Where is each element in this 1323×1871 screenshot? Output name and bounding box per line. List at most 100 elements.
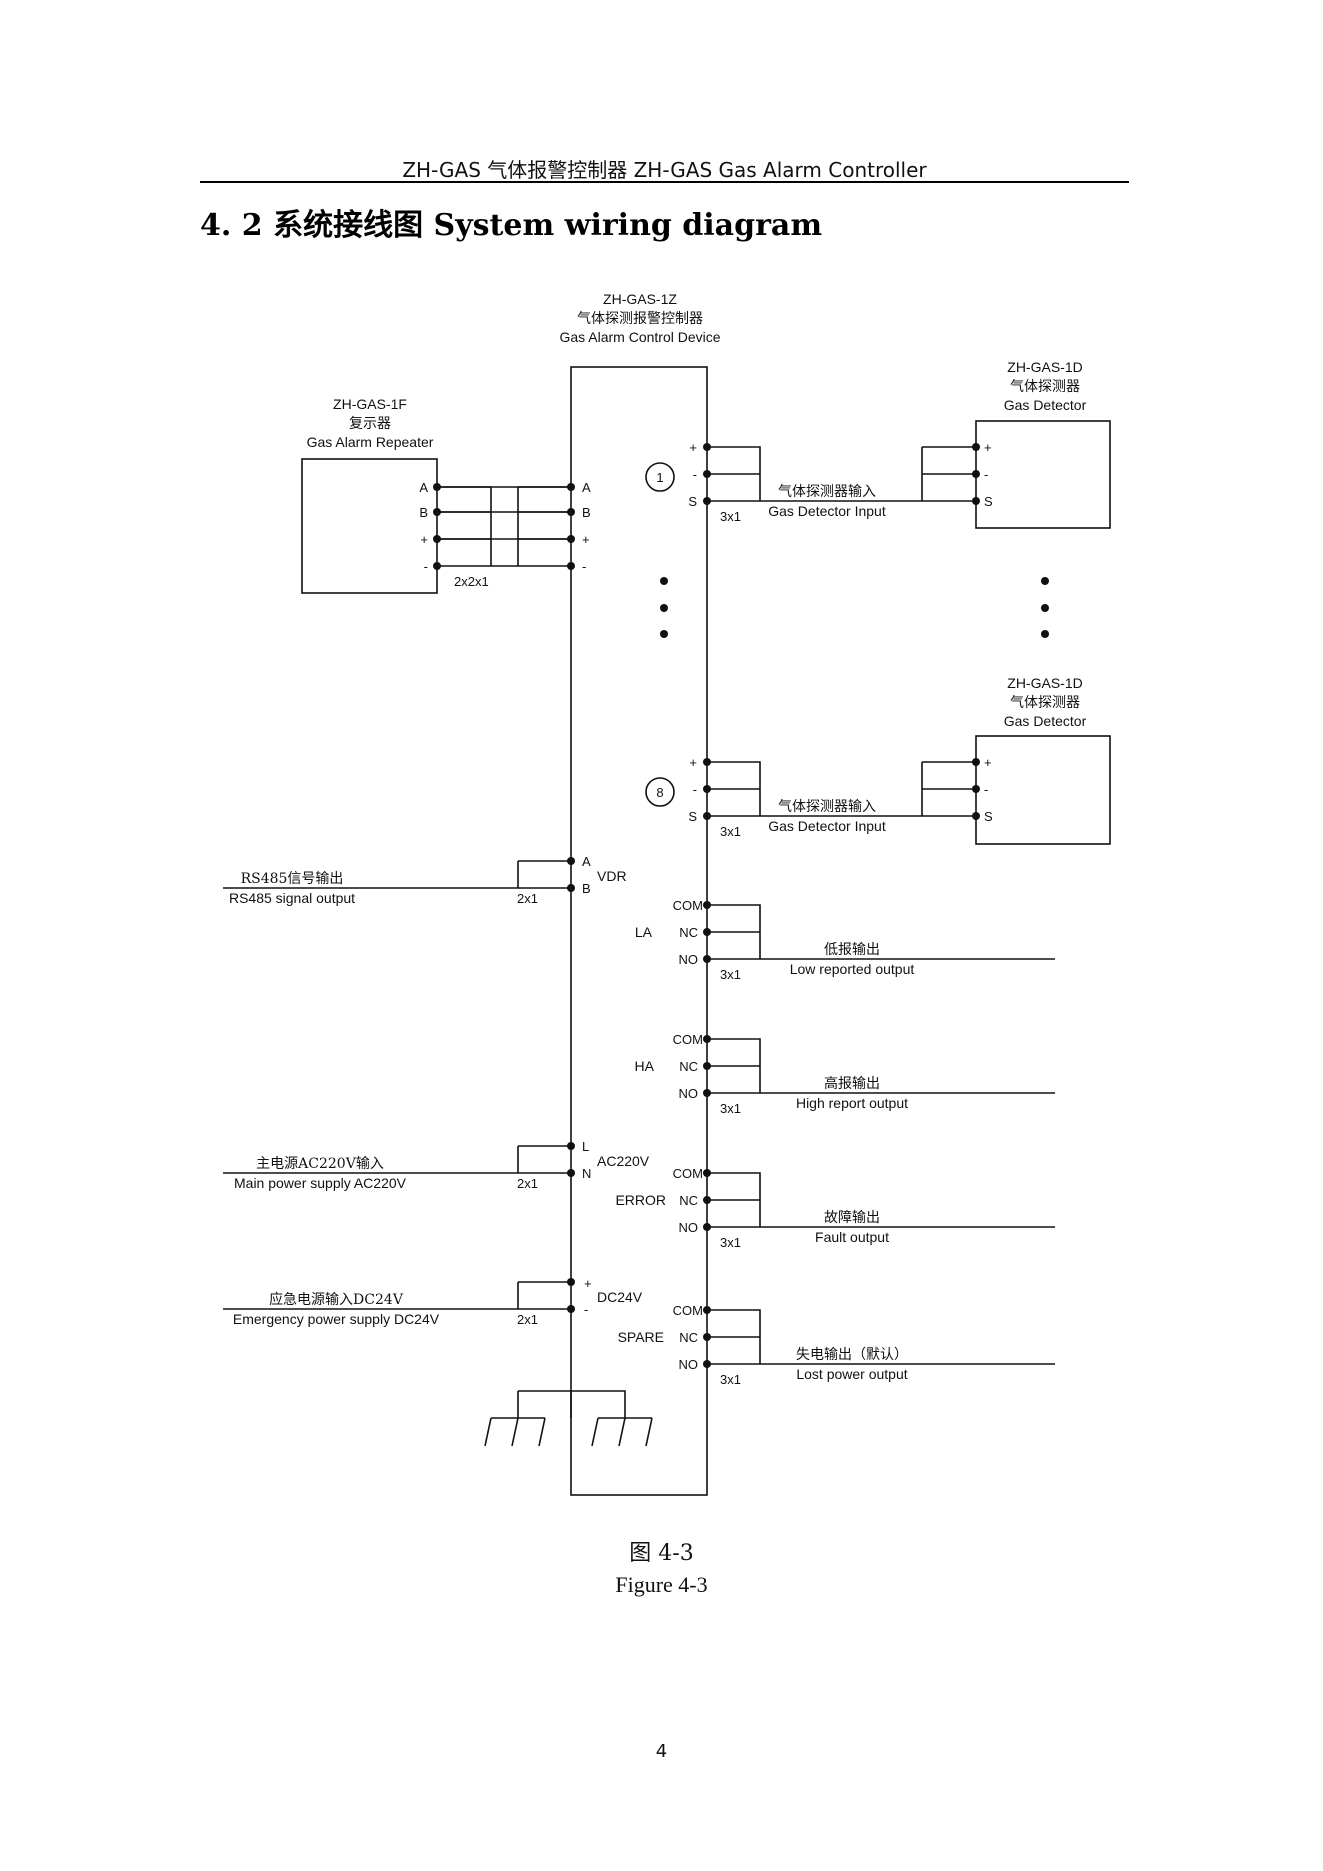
relay-label-cn: 低报输出 (824, 942, 880, 958)
detector-input-label-cn: 气体探测器输入 (778, 799, 876, 815)
ac220v-group-label: AC220V (597, 1153, 650, 1169)
dc24v-label-cn: 应急电源输入DC24V (269, 1291, 404, 1308)
repeater-terminal-label: B (419, 505, 428, 520)
detector-terminal: + (984, 440, 992, 455)
channel-number: 1 (656, 470, 663, 485)
detector-terminal: S (984, 809, 993, 824)
detector-cable-label: 3x1 (720, 824, 741, 839)
detector-terminal: - (984, 782, 988, 797)
ac220v-terminal: N (582, 1166, 591, 1181)
controller-name-cn: 气体探测报警控制器 (577, 311, 703, 327)
repeater-cable-label: 2x2x1 (454, 574, 489, 589)
controller-name-en: Gas Alarm Control Device (559, 329, 720, 345)
controller-model: ZH-GAS-1Z (603, 291, 677, 307)
page-number: 4 (655, 1741, 668, 1762)
detector-box-8 (975, 735, 1111, 845)
detector-cable-label: 3x1 (720, 509, 741, 524)
relay-label-en: Fault output (815, 1229, 889, 1245)
figure-caption-en: Figure 4-3 (615, 1572, 708, 1597)
channel-number: 8 (656, 785, 663, 800)
dc24v-label-en: Emergency power supply DC24V (233, 1311, 440, 1327)
detector-name-en: Gas Detector (1004, 713, 1087, 729)
vdr-terminal: B (582, 881, 591, 896)
figure-caption-cn: 图 4-3 (629, 1541, 694, 1566)
relay-group-label: SPARE (618, 1329, 664, 1345)
relay-label-en: Low reported output (790, 961, 915, 977)
relay-label-cn: 故障输出 (824, 1210, 880, 1226)
relay-group-label: HA (635, 1058, 655, 1074)
ac220v-cable-label: 2x1 (517, 1176, 538, 1191)
relay-terminal: COM (673, 1166, 703, 1181)
relay-label-cn: 失电输出（默认） (796, 1347, 908, 1363)
controller-bus-terminal: + (582, 532, 590, 547)
relay-group-label: LA (635, 924, 653, 940)
ac220v-terminal: L (582, 1139, 589, 1154)
detector-name-cn: 气体探测器 (1010, 695, 1080, 711)
detector-model: ZH-GAS-1D (1007, 359, 1082, 375)
relay-terminal: NO (679, 1220, 699, 1235)
detector-terminal: S (984, 494, 993, 509)
relay-terminal: COM (673, 1032, 703, 1047)
controller-detector-terminal: + (689, 440, 697, 455)
relay-label-en: Lost power output (796, 1366, 907, 1382)
header-rule (200, 181, 1129, 183)
relay-terminal: NC (679, 925, 698, 940)
dc24v-terminal: - (584, 1302, 588, 1317)
repeater-name-en: Gas Alarm Repeater (307, 434, 434, 450)
ac220v-label-cn: 主电源AC220V输入 (256, 1156, 384, 1172)
controller-detector-terminal: + (689, 755, 697, 770)
running-header: ZH-GAS 气体报警控制器 ZH-GAS Gas Alarm Controll… (402, 158, 927, 182)
relay-terminal: NO (679, 952, 699, 967)
diagram-lines (223, 366, 1111, 1496)
controller-bus-terminal: - (582, 559, 586, 574)
relay-terminal: NO (679, 1086, 699, 1101)
detector-name-en: Gas Detector (1004, 397, 1087, 413)
relay-label-en: High report output (796, 1095, 908, 1111)
detector-name-cn: 气体探测器 (1010, 379, 1080, 395)
vdr-cable-label: 2x1 (517, 891, 538, 906)
repeater-terminal-label: - (424, 559, 428, 574)
vdr-terminal: A (582, 854, 591, 869)
relay-terminal: NC (679, 1193, 698, 1208)
rs485-label-cn: RS485信号输出 (241, 871, 344, 887)
relay-cable-label: 3x1 (720, 1372, 741, 1387)
controller-detector-terminal: - (693, 782, 697, 797)
repeater-box (301, 458, 438, 594)
detector-box-1 (975, 420, 1111, 529)
dc24v-cable-label: 2x1 (517, 1312, 538, 1327)
relay-terminal: NC (679, 1059, 698, 1074)
repeater-name-cn: 复示器 (349, 415, 391, 432)
detector-input-label-en: Gas Detector Input (768, 818, 886, 834)
relay-cable-label: 3x1 (720, 1235, 741, 1250)
detector-terminal: - (984, 467, 988, 482)
rs485-label-en: RS485 signal output (229, 890, 355, 906)
ac220v-label-en: Main power supply AC220V (234, 1175, 407, 1191)
dc24v-group-label: DC24V (597, 1289, 643, 1305)
connection-dots (433, 443, 980, 1368)
detector-model: ZH-GAS-1D (1007, 675, 1082, 691)
controller-detector-terminal: S (688, 494, 697, 509)
detector-input-label-cn: 气体探测器输入 (778, 484, 876, 500)
relay-terminal: COM (673, 898, 703, 913)
dc24v-terminal: + (584, 1276, 592, 1291)
relay-label-cn: 高报输出 (824, 1075, 880, 1092)
repeater-terminal-label: + (420, 532, 428, 547)
relay-terminal: NC (679, 1330, 698, 1345)
continuation-dots (660, 577, 1049, 638)
section-title: 4. 2 系统接线图 System wiring diagram (200, 208, 823, 243)
controller-detector-terminal: - (693, 467, 697, 482)
repeater-terminal-label: A (419, 480, 428, 495)
relay-terminal: NO (679, 1357, 699, 1372)
repeater-model: ZH-GAS-1F (333, 396, 407, 412)
detector-terminal: + (984, 755, 992, 770)
relay-group-label: ERROR (615, 1192, 666, 1208)
relay-terminal: COM (673, 1303, 703, 1318)
relay-cable-label: 3x1 (720, 967, 741, 982)
relay-cable-label: 3x1 (720, 1101, 741, 1116)
detector-input-label-en: Gas Detector Input (768, 503, 886, 519)
controller-bus-terminal: A (582, 480, 591, 495)
controller-detector-terminal: S (688, 809, 697, 824)
vdr-group-label: VDR (597, 868, 627, 884)
controller-bus-terminal: B (582, 505, 591, 520)
